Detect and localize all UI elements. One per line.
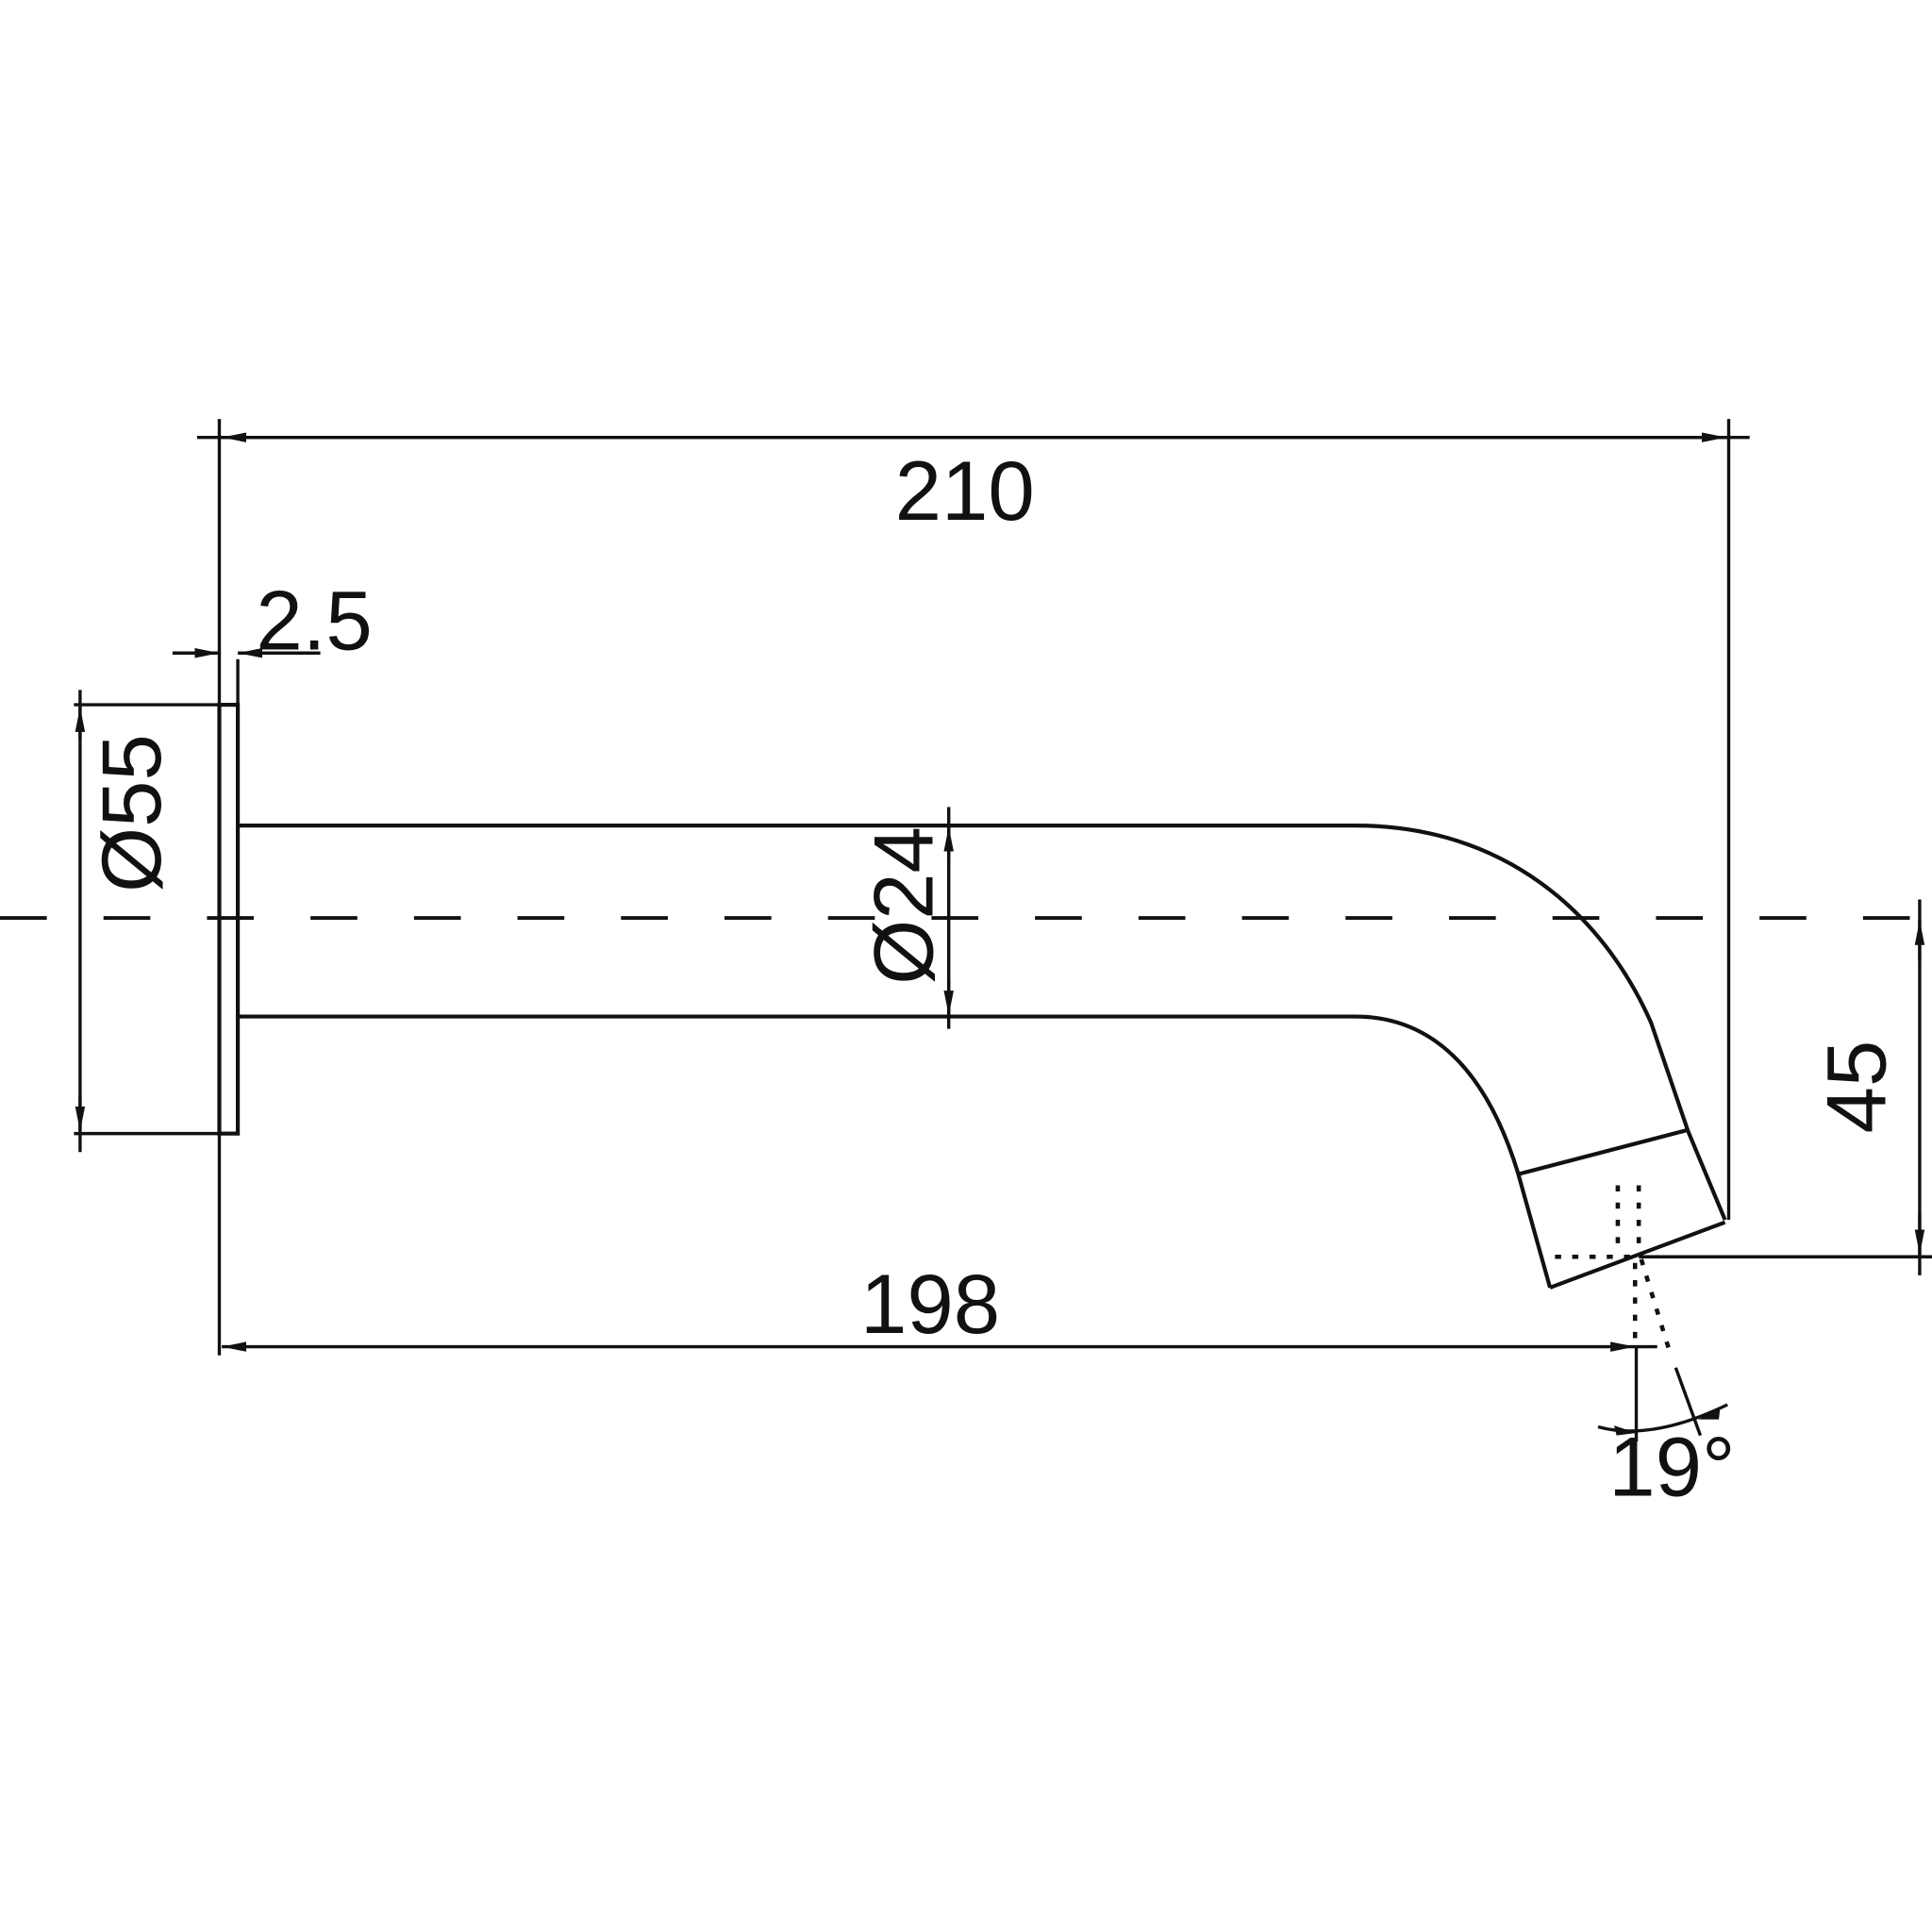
label-210: 210	[895, 444, 1035, 538]
label-diameter-55: Ø55	[85, 734, 178, 892]
dimension-outlet-length: 198	[222, 1257, 1657, 1352]
aerator-hidden-lines	[1555, 1185, 1674, 1357]
wall-plate	[217, 658, 241, 1136]
label-19-degrees: 19°	[1608, 1421, 1735, 1514]
dimension-plate-thickness: 2.5	[172, 574, 373, 667]
label-198: 198	[860, 1257, 1000, 1351]
dimension-overall-length: 210	[196, 419, 1750, 1356]
dimension-outlet-drop: 45	[1639, 899, 1932, 1275]
label-diameter-24: Ø24	[858, 826, 951, 985]
label-45: 45	[1809, 1041, 1903, 1134]
dimension-outlet-angle: 19°	[1597, 1346, 1736, 1514]
dimension-plate-diameter: Ø55	[74, 690, 220, 1153]
spout-body	[238, 824, 1727, 1290]
dimension-pipe-diameter: Ø24	[858, 807, 954, 1029]
label-2-5: 2.5	[256, 574, 372, 667]
